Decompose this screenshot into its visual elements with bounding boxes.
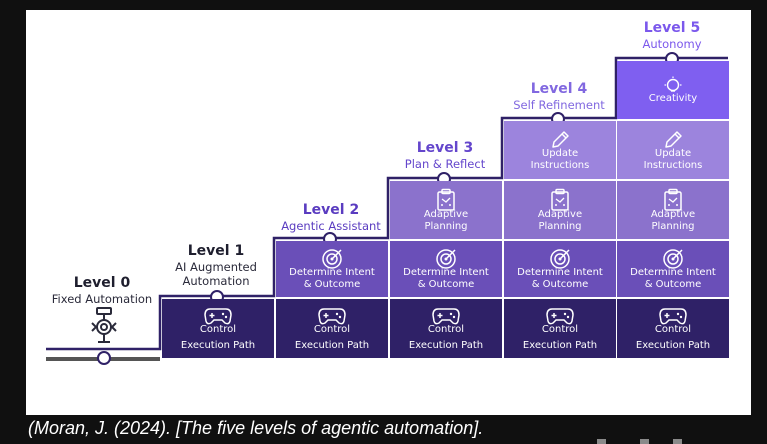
update-label-line2: Instructions [643,159,703,171]
level-3-subtitle: Plan & Reflect [404,157,486,171]
level-3-intent-cell: Determine Intent & Outcome [390,241,502,297]
intent-label-line2: & Outcome [303,278,361,290]
level-4-intent-cell: Determine Intent & Outcome [504,241,616,297]
level-1-subtitle-line2: Automation [182,274,250,288]
execution-path-label: Execution Path [180,340,256,351]
adaptive-label-line1: Adaptive [423,208,469,220]
execution-path-label: Execution Path [522,340,598,351]
taskbar-fragment [597,439,606,444]
level-1-subtitle-line1: AI Augmented [175,260,257,274]
adaptive-label-line2: Planning [538,220,582,232]
execution-path-label: Execution Path [294,340,370,351]
pencil-icon [665,130,682,148]
level-2-subtitle: Agentic Assistant [281,219,381,233]
adaptive-label-line2: Planning [424,220,468,232]
level-4-adaptive-cell: Adaptive Planning [504,181,616,239]
gamepad-icon [204,308,232,325]
level-0-node [97,351,111,365]
level-4-title: Level 4 [530,81,588,97]
level-0-subtitle: Fixed Automation [51,292,153,306]
level-2-control-cell: Control Execution Path [276,299,388,358]
taskbar-fragment [640,439,649,444]
level-2-title: Level 2 [302,202,360,218]
level-4-update-cell: Update Instructions [504,121,616,179]
level-1-title: Level 1 [187,243,245,259]
level-5-update-cell: Update Instructions [617,121,729,179]
control-label: Control [199,324,237,335]
execution-path-label: Execution Path [635,340,711,351]
lightbulb-icon [664,76,682,92]
robot-arm-icon [91,307,117,343]
level-1-label: Level 0 Level 1 AI Augmented Automation [146,243,286,288]
control-label: Control [654,324,692,335]
intent-label-line1: Determine Intent [517,266,603,278]
intent-label-line2: & Outcome [417,278,475,290]
level-5-intent-cell: Determine Intent & Outcome [617,241,729,297]
update-label-line2: Instructions [530,159,590,171]
pencil-icon [552,130,569,148]
diagram-frame: Level 0 Fixed Automation Level 0 Level 1… [26,10,751,415]
level-2-intent-cell: Determine Intent & Outcome [276,241,388,297]
clipboard-icon [551,188,569,211]
execution-path-label: Execution Path [408,340,484,351]
gamepad-icon [659,308,687,325]
citation-caption: (Moran, J. (2024). [The five levels of a… [28,418,484,438]
target-icon [436,248,456,269]
intent-label-line1: Determine Intent [403,266,489,278]
level-5-title: Level 5 [643,20,701,36]
adaptive-label-line2: Planning [651,220,695,232]
level-3-adaptive-cell: Adaptive Planning [390,181,502,239]
target-icon [663,248,683,269]
level-4-control-cell: Control Execution Path [504,299,616,358]
intent-label-line1: Determine Intent [630,266,716,278]
intent-label-line2: & Outcome [531,278,589,290]
level-5-creativity-cell: Creativity [617,61,729,119]
target-icon [322,248,342,269]
level-4-label: Level 4 Self Refinement [489,81,629,112]
control-label: Control [541,324,579,335]
intent-label-line1: Determine Intent [289,266,375,278]
gamepad-icon [432,308,460,325]
intent-label-line2: & Outcome [644,278,702,290]
gamepad-icon [318,308,346,325]
update-label-line1: Update [541,147,579,159]
control-label: Control [427,324,465,335]
level-5-subtitle: Autonomy [642,37,702,51]
level-5-control-cell: Control Execution Path [617,299,729,358]
level-0-title: Level 0 [73,275,131,291]
creativity-label: Creativity [648,92,698,104]
target-icon [550,248,570,269]
adaptive-label-line1: Adaptive [537,208,583,220]
level-1-control-cell: Control Execution Path [162,299,274,358]
clipboard-icon [664,188,682,211]
level-5-adaptive-cell: Adaptive Planning [617,181,729,239]
clipboard-icon [437,188,455,211]
level-5-label: Level 5 Autonomy [602,20,742,51]
level-3-control-cell: Control Execution Path [390,299,502,358]
level-4-subtitle: Self Refinement [513,98,605,112]
level-3-label: Level 3 Plan & Reflect [375,140,515,171]
update-label-line1: Update [654,147,692,159]
level-3-title: Level 3 [416,140,474,156]
taskbar-fragment [673,439,682,444]
control-label: Control [313,324,351,335]
level-2-label: Level 2 Agentic Assistant [261,202,401,233]
level-0-label: Level 0 Fixed Automation [32,275,172,306]
adaptive-label-line1: Adaptive [650,208,696,220]
gamepad-icon [546,308,574,325]
